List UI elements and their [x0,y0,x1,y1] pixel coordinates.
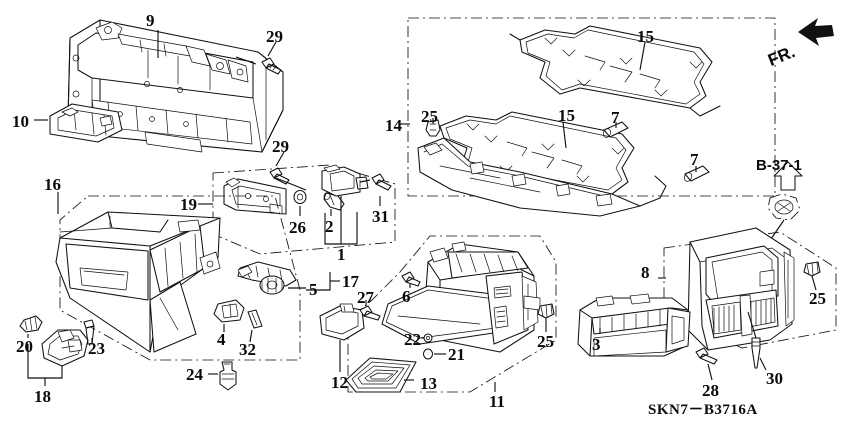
sheet-code-label: SKN7－B3716A [648,402,758,418]
part-12-lid-cover [319,303,365,341]
callout-24: 24 [186,365,203,384]
leader-30 [759,357,767,371]
leader-28 [707,363,713,381]
section-reference-label: B-37-1 [756,157,802,174]
part-28-screw [695,347,718,365]
callout-16: 16 [44,175,61,194]
part-18-handle [41,329,89,367]
callout-15-front: 15 [558,106,575,125]
callout-25-mat: 25 [421,107,438,126]
part-1-light-assembly [321,164,369,197]
part-20-clip [19,315,43,333]
callout-4: 4 [217,330,226,349]
part-32-pin [247,309,263,329]
callout-8: 8 [641,263,650,282]
part-25-clip-console [537,303,555,319]
callout-15-rear: 15 [637,27,654,46]
callout-28: 28 [702,381,719,400]
part-26-grommet [293,189,307,205]
callout-3: 3 [592,335,601,354]
callout-9: 9 [146,11,155,30]
callout-6: 6 [402,287,411,306]
part-29-screw-upper [261,57,282,75]
part-7-anchor-lower [683,165,710,182]
part-27-screw [359,305,381,321]
callout-13: 13 [420,374,437,393]
callout-11: 11 [489,392,506,411]
leader-15-front [562,121,567,149]
part-25-clip-panel [803,261,821,277]
callout-12: 12 [331,373,348,392]
callout-20: 20 [16,337,33,356]
callout-7-upper: 7 [611,108,620,127]
group-14-box [407,17,776,197]
callout-27: 27 [357,288,374,307]
leader-29-lower-b [275,177,307,191]
part-6-screw [401,271,421,287]
part-9-upper-frame [67,19,284,153]
callout-25-panel: 25 [809,289,826,308]
leader-30-b [747,311,757,339]
callout-17: 17 [342,272,359,291]
callout-5: 5 [309,280,318,299]
leader-25-panel [811,275,817,291]
part-13-tray-mat [345,357,417,393]
leader-29-upper-b [235,56,257,65]
part-21-o-ring [422,348,434,360]
part-30-screw [751,337,761,369]
part-4-striker [213,299,245,323]
callout-31: 31 [372,207,389,226]
part-16-glove-box [55,211,221,353]
callout-1: 1 [337,245,346,264]
bracket-17 [306,272,331,291]
callout-30: 30 [766,369,783,388]
part-29-screw-lower [269,167,290,185]
part-19-striker-bracket [223,177,287,215]
callout-14: 14 [385,116,402,135]
fr-arrow-icon [798,18,834,46]
callout-21: 21 [448,345,465,364]
callout-23: 23 [88,339,105,358]
callout-32: 32 [239,340,256,359]
callout-19: 19 [180,195,197,214]
callout-2: 2 [325,217,334,236]
callout-25-console: 25 [537,332,554,351]
part-15-rear-mat [509,25,721,117]
part-11-console-box [381,241,541,353]
part-24-stopper-bolt [219,361,237,391]
leader-29-lower [275,151,285,167]
part-31-screw [371,173,392,191]
group-16-box [59,195,301,361]
b37-clip-symbol [767,193,801,221]
part-3-ashtray [577,293,691,357]
bracket-1 [324,212,358,245]
part-8-center-panel [687,227,795,351]
callout-29-upper: 29 [266,27,283,46]
callout-26: 26 [289,218,306,237]
callout-10: 10 [12,112,29,131]
leader-29-upper [267,41,277,57]
callout-18: 18 [34,387,51,406]
part-10-bracket [49,103,123,143]
b37-reference-arrow-icon [773,161,803,191]
callout-7-lower: 7 [690,150,699,169]
part-22-washer [423,333,433,343]
mat-carrier-tray [417,137,667,217]
leader-32 [249,329,253,343]
callout-29-lower: 29 [272,137,289,156]
leader-31-b [359,179,371,183]
callout-22: 22 [404,330,421,349]
leader-15-rear [639,41,646,71]
part-5-damper-gear [259,275,285,295]
